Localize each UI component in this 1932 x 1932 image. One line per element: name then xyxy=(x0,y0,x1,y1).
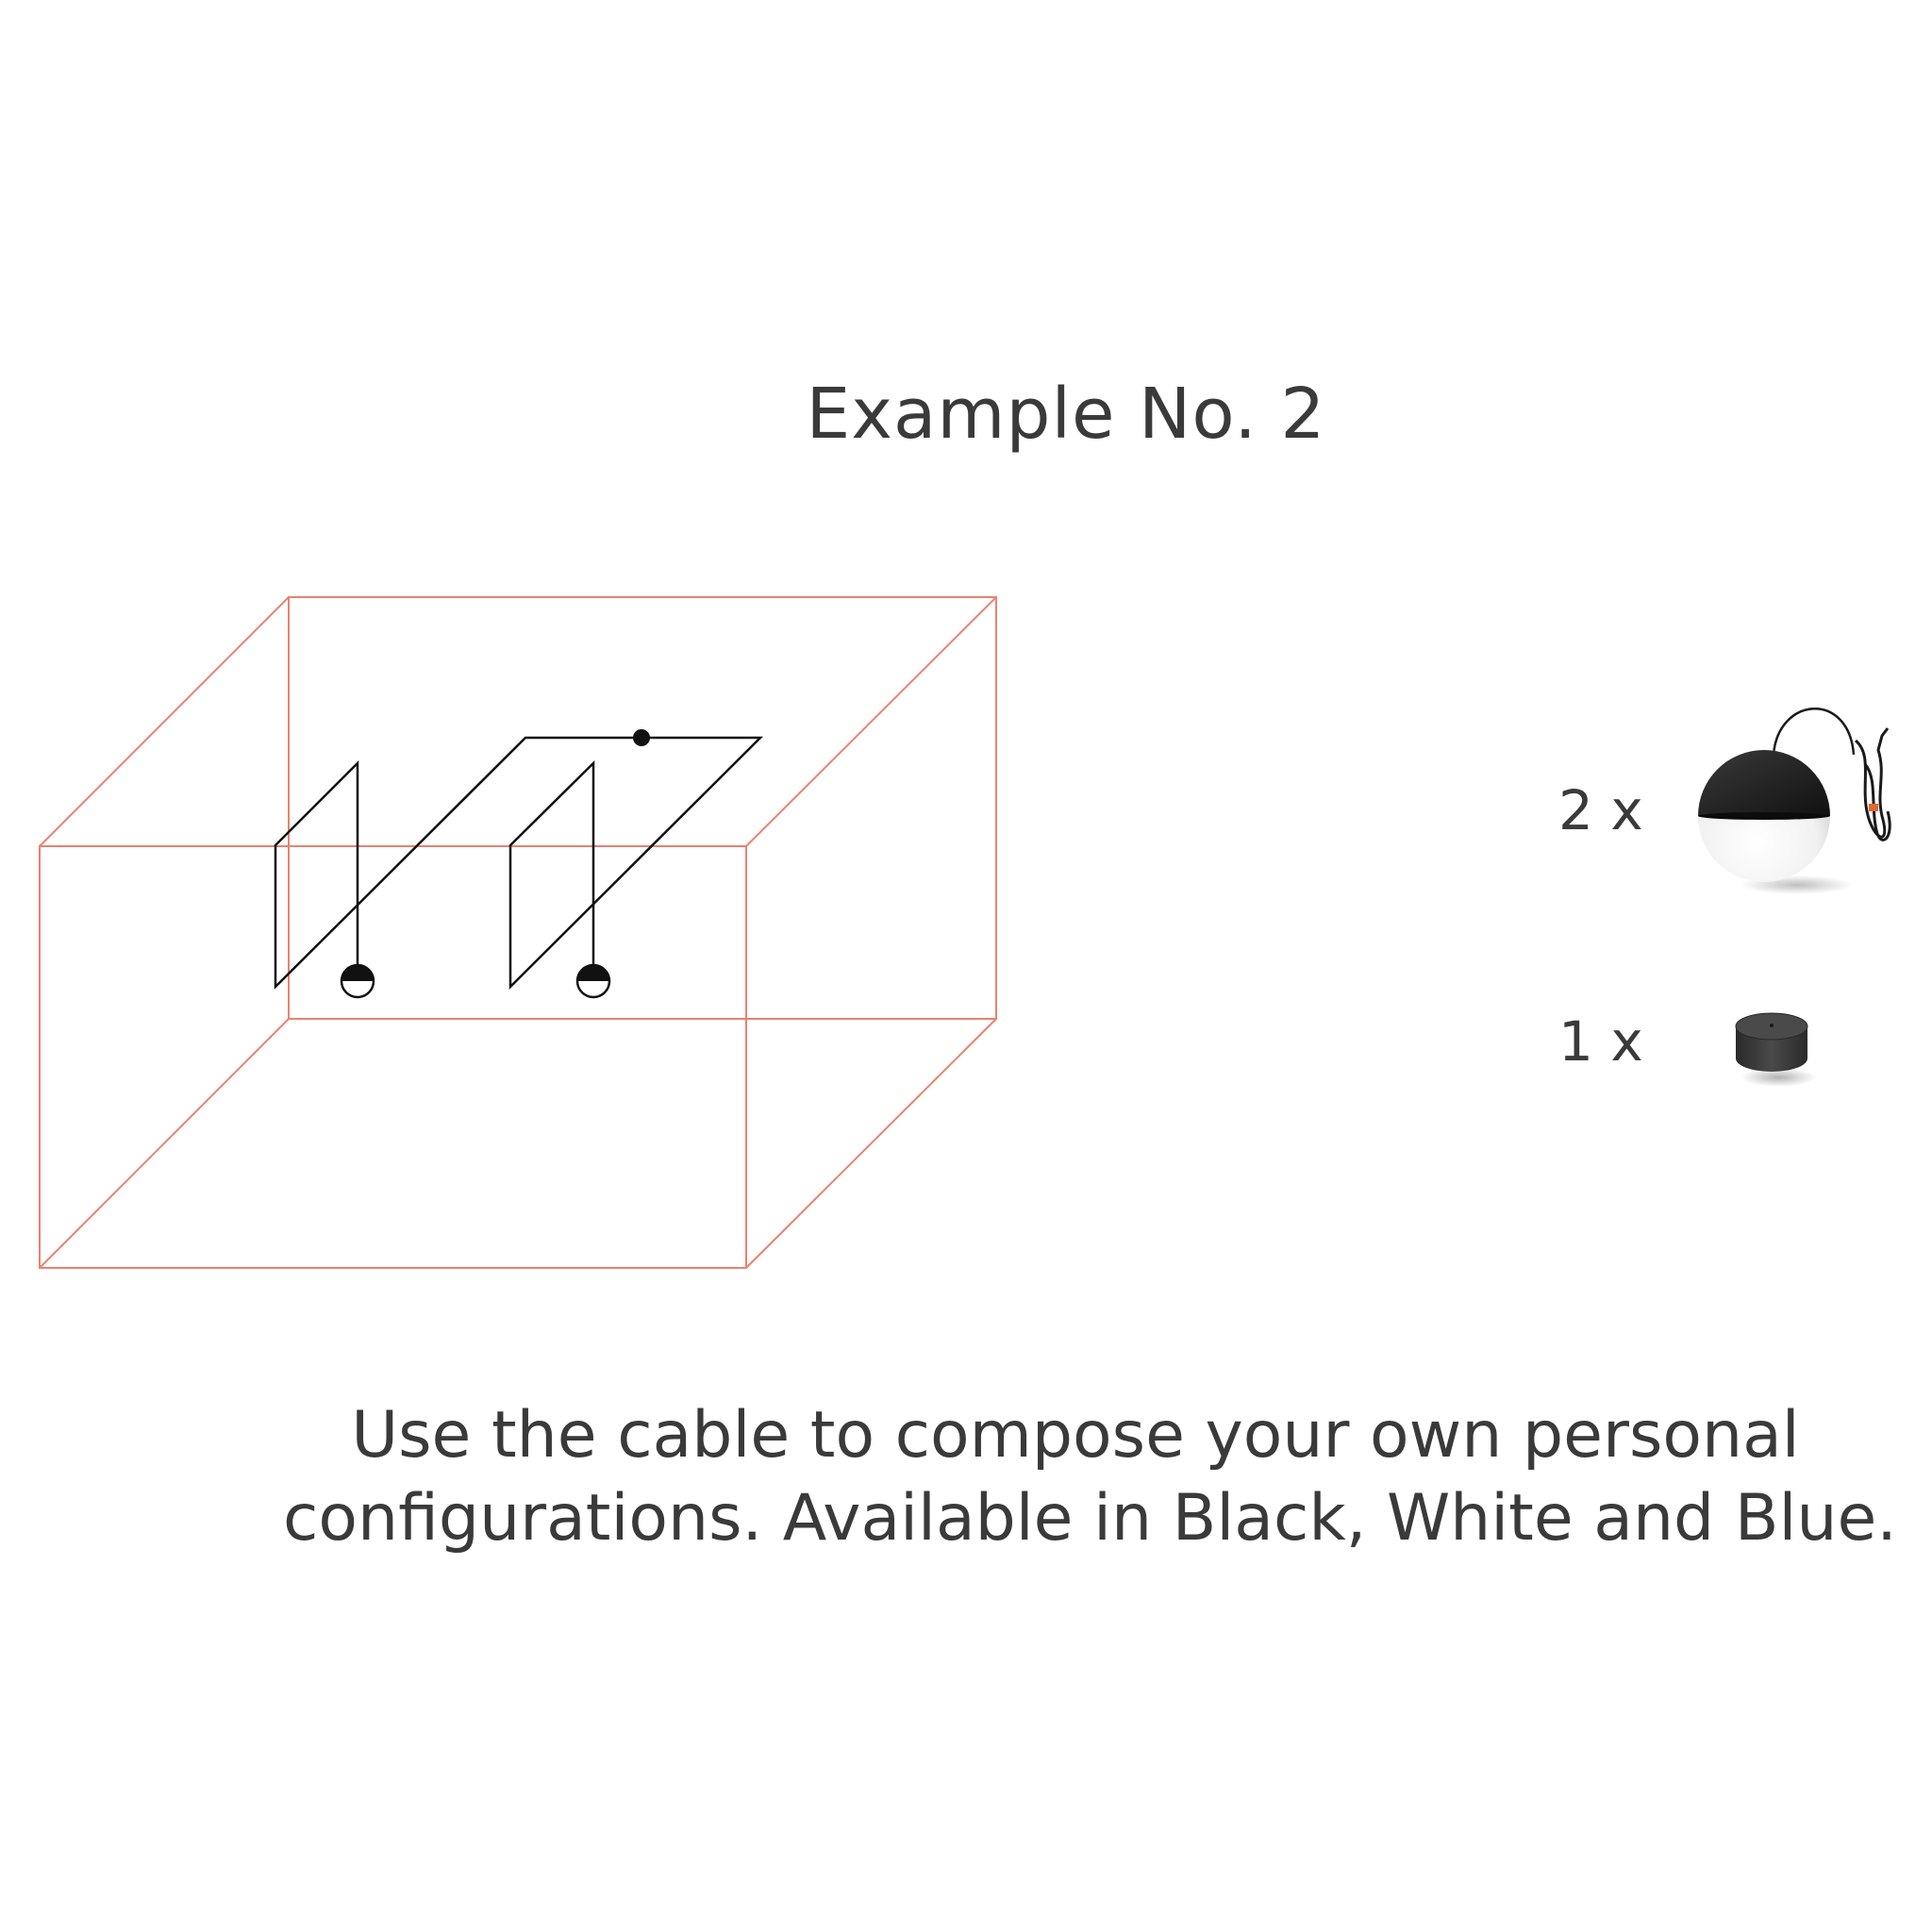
pendant-quantity: 2 x xyxy=(1558,778,1643,842)
hub-quantity: 1 x xyxy=(1558,1009,1643,1074)
page-title: Example No. 2 xyxy=(806,374,1326,455)
caption-line-2: configurations. Available in Black, Whit… xyxy=(283,1481,1897,1556)
room-edge xyxy=(745,1018,997,1269)
pendant-lamp-icon xyxy=(1698,708,1891,894)
room-outline xyxy=(39,596,997,1269)
room-front-face xyxy=(39,845,747,1269)
description-caption: Use the cable to compose your own person… xyxy=(283,1394,1897,1560)
caption-line-1: Use the cable to compose your own person… xyxy=(351,1398,1800,1473)
cable-line xyxy=(274,736,764,991)
lamp-shade xyxy=(341,965,374,981)
room-back-wall xyxy=(288,596,997,1020)
canopy-hub-icon xyxy=(1735,1012,1816,1087)
lamp-shade xyxy=(577,965,609,981)
cable-path xyxy=(274,736,764,991)
room-edge xyxy=(745,596,997,847)
pendant-lamp-left xyxy=(340,963,375,999)
room-edge xyxy=(39,1018,290,1269)
canopy-point xyxy=(633,729,650,746)
pendant-lamp-right xyxy=(575,963,611,999)
room-edge xyxy=(39,596,290,847)
